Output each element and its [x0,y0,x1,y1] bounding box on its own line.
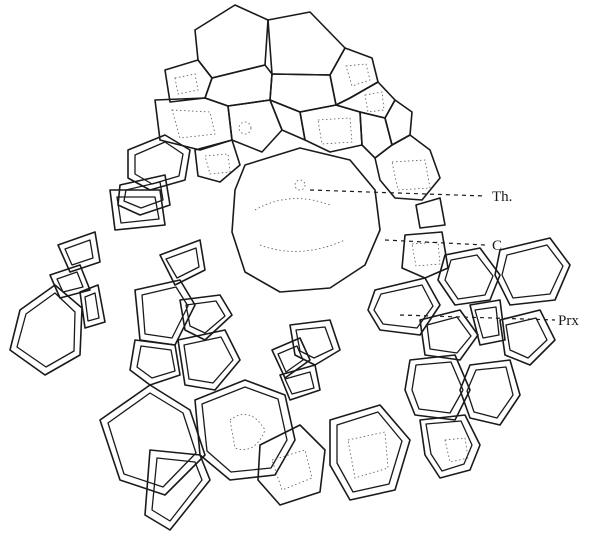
upper-cell-arc [155,5,448,278]
leader-line-th [310,190,485,196]
label-prx: Prx [558,313,579,329]
label-c: C [492,238,502,254]
central-large-cell [232,148,380,292]
lower-cell-cluster [100,240,410,530]
upper-left-cells [110,135,190,230]
leader-line-c [385,240,485,245]
left-cell-cluster [10,232,105,375]
label-th: Th. [492,189,512,205]
right-cell-cluster [368,238,570,478]
